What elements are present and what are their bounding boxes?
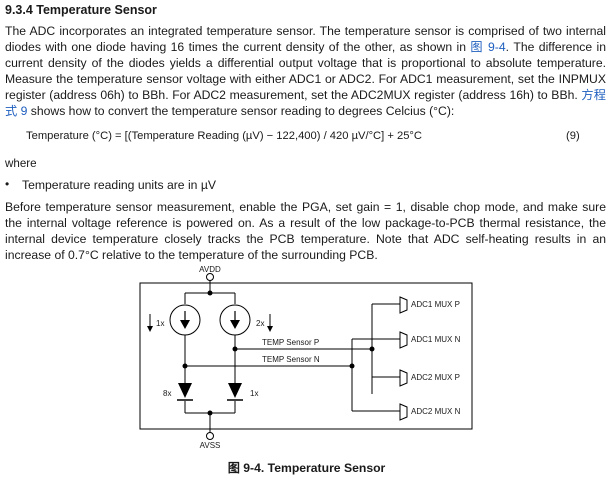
diode-label-8x: 8x [163, 389, 171, 398]
bullet-text: Temperature reading units are in µV [22, 178, 216, 192]
mux-label-adc2-p: ADC2 MUX P [411, 373, 460, 382]
avss-terminal [206, 432, 214, 440]
avss-label: AVSS [200, 441, 221, 450]
mux-label-adc1-p: ADC1 MUX P [411, 300, 460, 309]
section-heading: 9.3.4 Temperature Sensor [5, 3, 157, 17]
junction-dot [349, 363, 355, 369]
junction-dot [207, 290, 213, 296]
current-label-1x: 1x [156, 319, 164, 328]
current-label-2x: 2x [256, 319, 264, 328]
avdd-label: AVDD [199, 265, 221, 274]
diode-8x [177, 383, 193, 401]
avdd-terminal [206, 273, 214, 281]
measurement-paragraph: Before temperature sensor measurement, e… [5, 200, 606, 262]
current-source-arrow-2x [230, 311, 240, 329]
junction-dot [369, 346, 375, 352]
equation: Temperature (°C) = [(Temperature Reading… [26, 130, 422, 142]
intro-text-1: The ADC incorporates an integrated tempe… [5, 24, 606, 54]
temp-sensor-p-label: TEMP Sensor P [262, 338, 319, 347]
junction-dot [207, 410, 213, 416]
mux-adc1-n [399, 331, 408, 349]
diode-label-1x: 1x [250, 389, 258, 398]
equation-number: (9) [566, 130, 580, 142]
intro-text-2: . The difference in current density of t… [5, 40, 606, 102]
bullet-marker: • [5, 177, 10, 191]
equation-link[interactable]: 方程式 9 [5, 88, 606, 118]
temp-sensor-n-label: TEMP Sensor N [262, 355, 320, 364]
diode-1x [227, 383, 243, 401]
figure-link[interactable]: 图 9-4 [470, 40, 506, 54]
figure-caption: 图 9-4. Temperature Sensor [227, 461, 386, 475]
mux-adc2-p [399, 369, 408, 387]
junction-dot [182, 363, 188, 369]
mux-adc2-n [399, 403, 408, 421]
junction-dot [232, 346, 238, 352]
intro-text-3: shows how to convert the temperature sen… [27, 104, 455, 118]
intro-paragraph: The ADC incorporates an integrated tempe… [5, 23, 606, 119]
mux-adc1-p [399, 296, 408, 314]
current-source-arrow-1x [180, 311, 190, 329]
mux-label-adc1-n: ADC1 MUX N [411, 335, 461, 344]
where-label: where [5, 157, 37, 170]
mux-label-adc2-n: ADC2 MUX N [411, 407, 461, 416]
figure-border [139, 282, 473, 430]
